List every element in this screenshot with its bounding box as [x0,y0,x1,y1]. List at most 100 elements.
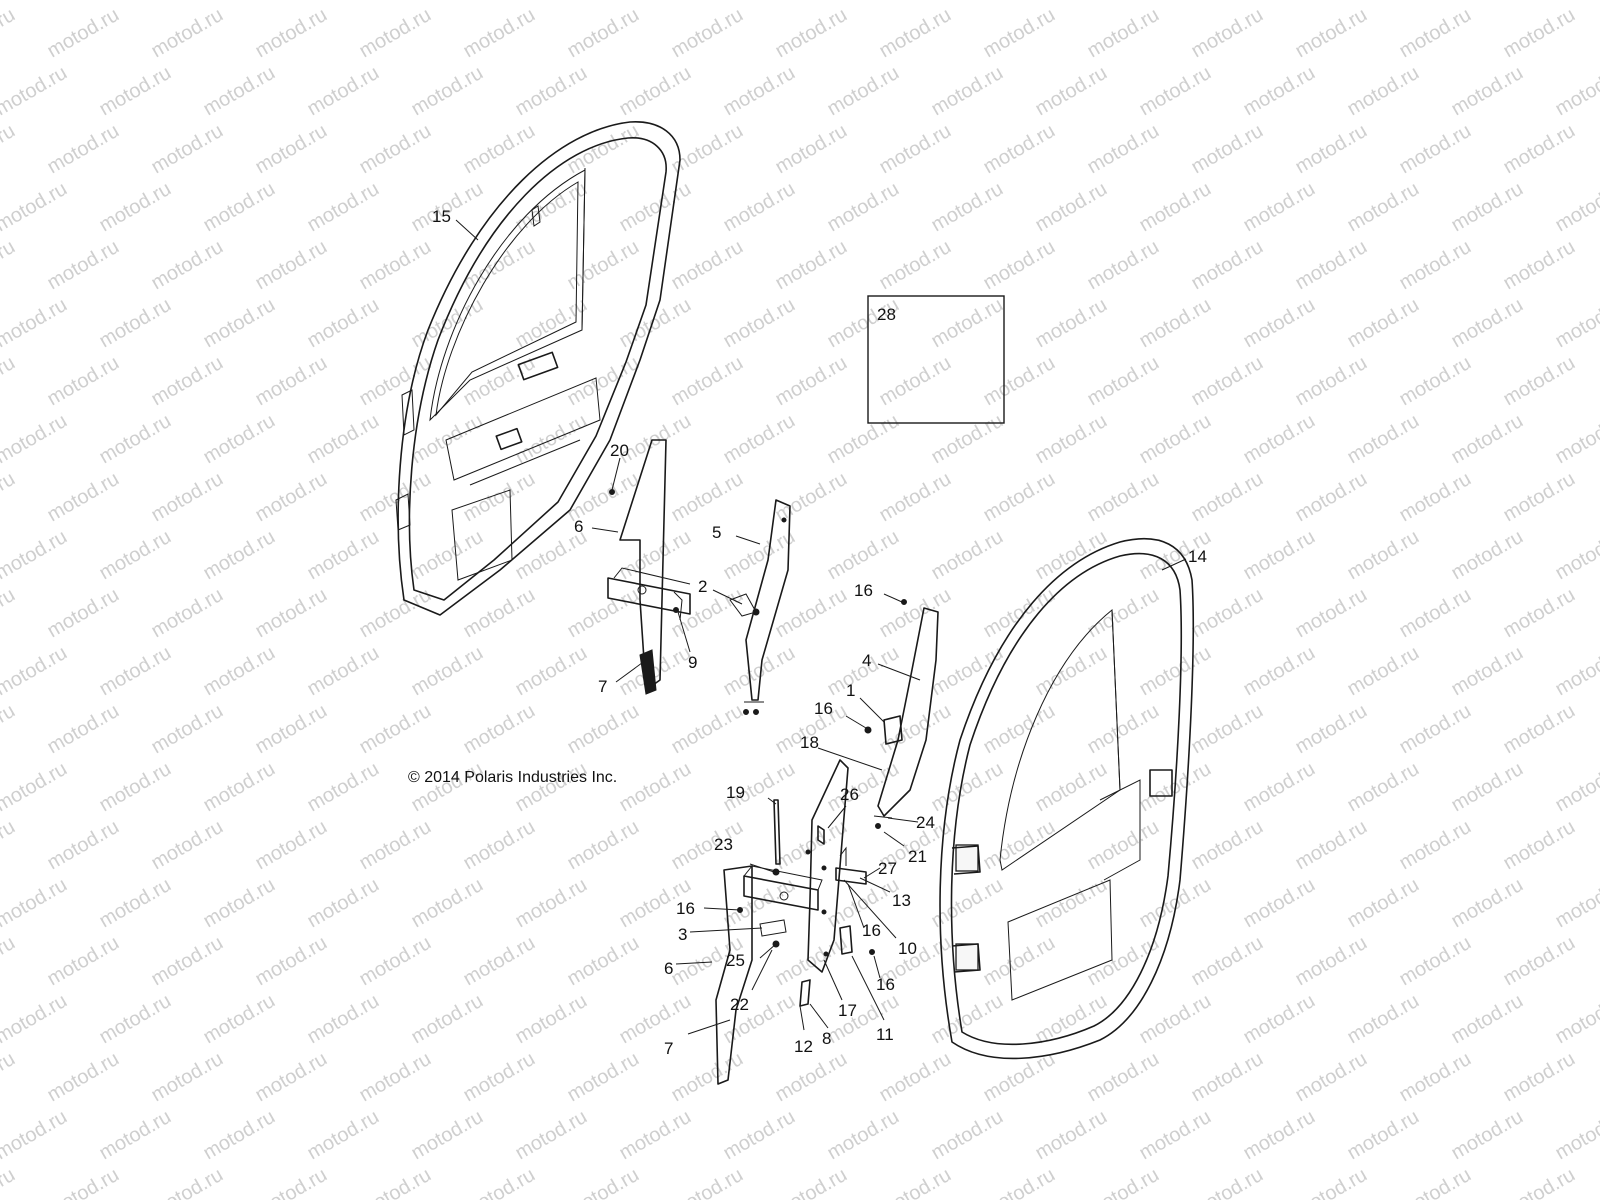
watermark-text: motod.ru [304,62,383,121]
watermark-text: motod.ru [1188,700,1267,759]
watermark-text: motod.ru [0,0,71,4]
watermark-text: motod.ru [252,120,331,179]
watermark-text: motod.ru [200,642,279,701]
watermark-text: motod.ru [1344,526,1423,585]
watermark-text: motod.ru [356,1164,435,1200]
watermark-text: motod.ru [1292,932,1371,991]
watermark-text: motod.ru [1240,294,1319,353]
watermark-text: motod.ru [1552,642,1600,701]
watermark-text: motod.ru [96,178,175,237]
watermark-text: motod.ru [876,468,955,527]
watermark-text: motod.ru [148,700,227,759]
watermark-text: motod.ru [1396,1164,1475,1200]
watermark-text: motod.ru [0,352,19,411]
watermark-text: motod.ru [44,816,123,875]
callout-25: 25 [726,951,745,970]
callout-26: 26 [840,785,859,804]
callout-15: 15 [432,207,451,226]
watermark-text: motod.ru [512,758,591,817]
watermark-text: motod.ru [564,1164,643,1200]
watermark-text: motod.ru [720,178,799,237]
watermark-text: motod.ru [668,816,747,875]
watermark-text: motod.ru [304,642,383,701]
watermark-text: motod.ru [44,120,123,179]
callout-16: 16 [814,699,833,718]
watermark-text: motod.ru [1500,468,1579,527]
watermark-text: motod.ru [928,758,1007,817]
callout-9: 9 [688,653,697,672]
watermark-text: motod.ru [0,178,71,237]
watermark-text: motod.ru [96,990,175,1049]
watermark-text: motod.ru [772,352,851,411]
watermark-text: motod.ru [1084,468,1163,527]
watermark-text: motod.ru [1552,62,1600,121]
watermark-text: motod.ru [564,4,643,63]
watermark-text: motod.ru [1032,0,1111,4]
watermark-text: motod.ru [200,758,279,817]
watermark-text: motod.ru [148,352,227,411]
watermark-text: motod.ru [460,816,539,875]
callout-24: 24 [916,813,935,832]
watermark-text: motod.ru [252,352,331,411]
watermark-text: motod.ru [304,178,383,237]
watermark-text: motod.ru [616,294,695,353]
watermark-text: motod.ru [1240,990,1319,1049]
watermark-text: motod.ru [1240,62,1319,121]
watermark-text: motod.ru [408,874,487,933]
watermark-text: motod.ru [1188,468,1267,527]
watermark-text: motod.ru [1188,932,1267,991]
watermark-text: motod.ru [1240,526,1319,585]
callout-1: 1 [846,681,855,700]
watermark-text: motod.ru [148,584,227,643]
kit-box-label: 28 [877,305,896,324]
watermark-text: motod.ru [1396,1048,1475,1107]
watermark-text: motod.ru [0,62,71,121]
watermark-text: motod.ru [0,294,71,353]
watermark-text: motod.ru [1084,1164,1163,1200]
callout-20: 20 [610,441,629,460]
watermark-text: motod.ru [1084,584,1163,643]
watermark-text: motod.ru [304,874,383,933]
watermark-text: motod.ru [1448,294,1527,353]
watermark-text: motod.ru [0,642,71,701]
watermark-text: motod.ru [1500,352,1579,411]
callout-16: 16 [854,581,873,600]
watermark-text: motod.ru [148,120,227,179]
watermark-text: motod.ru [44,1164,123,1200]
watermark-text: motod.ru [1552,1106,1600,1165]
callout-23: 23 [714,835,733,854]
watermark-text: motod.ru [304,990,383,1049]
watermark-text: motod.ru [1396,236,1475,295]
watermark-text: motod.ru [980,816,1059,875]
watermark-text: motod.ru [1032,1106,1111,1165]
watermark-text: motod.ru [1448,410,1527,469]
watermark-text: motod.ru [1448,178,1527,237]
watermark-text: motod.ru [564,816,643,875]
watermark-text: motod.ru [96,874,175,933]
watermark-text: motod.ru [252,1164,331,1200]
watermark-text: motod.ru [200,178,279,237]
callout-6: 6 [664,959,673,978]
watermark-text: motod.ru [1136,178,1215,237]
watermark-text: motod.ru [0,410,71,469]
watermark-text: motod.ru [616,758,695,817]
watermark-text: motod.ru [1084,120,1163,179]
watermark-text: motod.ru [96,62,175,121]
watermark-text: motod.ru [460,468,539,527]
watermark-text: motod.ru [1032,874,1111,933]
watermark-text: motod.ru [356,816,435,875]
copyright-notice: © 2014 Polaris Industries Inc. [408,769,617,786]
watermark-text: motod.ru [356,1048,435,1107]
watermark-text: motod.ru [304,0,383,4]
watermark-text: motod.ru [44,932,123,991]
watermark-text: motod.ru [720,0,799,4]
watermark-text: motod.ru [1240,0,1319,4]
watermark-text: motod.ru [1500,816,1579,875]
watermark-text: motod.ru [252,1048,331,1107]
watermark-text: motod.ru [0,584,19,643]
watermark-text: motod.ru [200,526,279,585]
watermark-text: motod.ru [876,4,955,63]
watermark-text: motod.ru [0,700,19,759]
